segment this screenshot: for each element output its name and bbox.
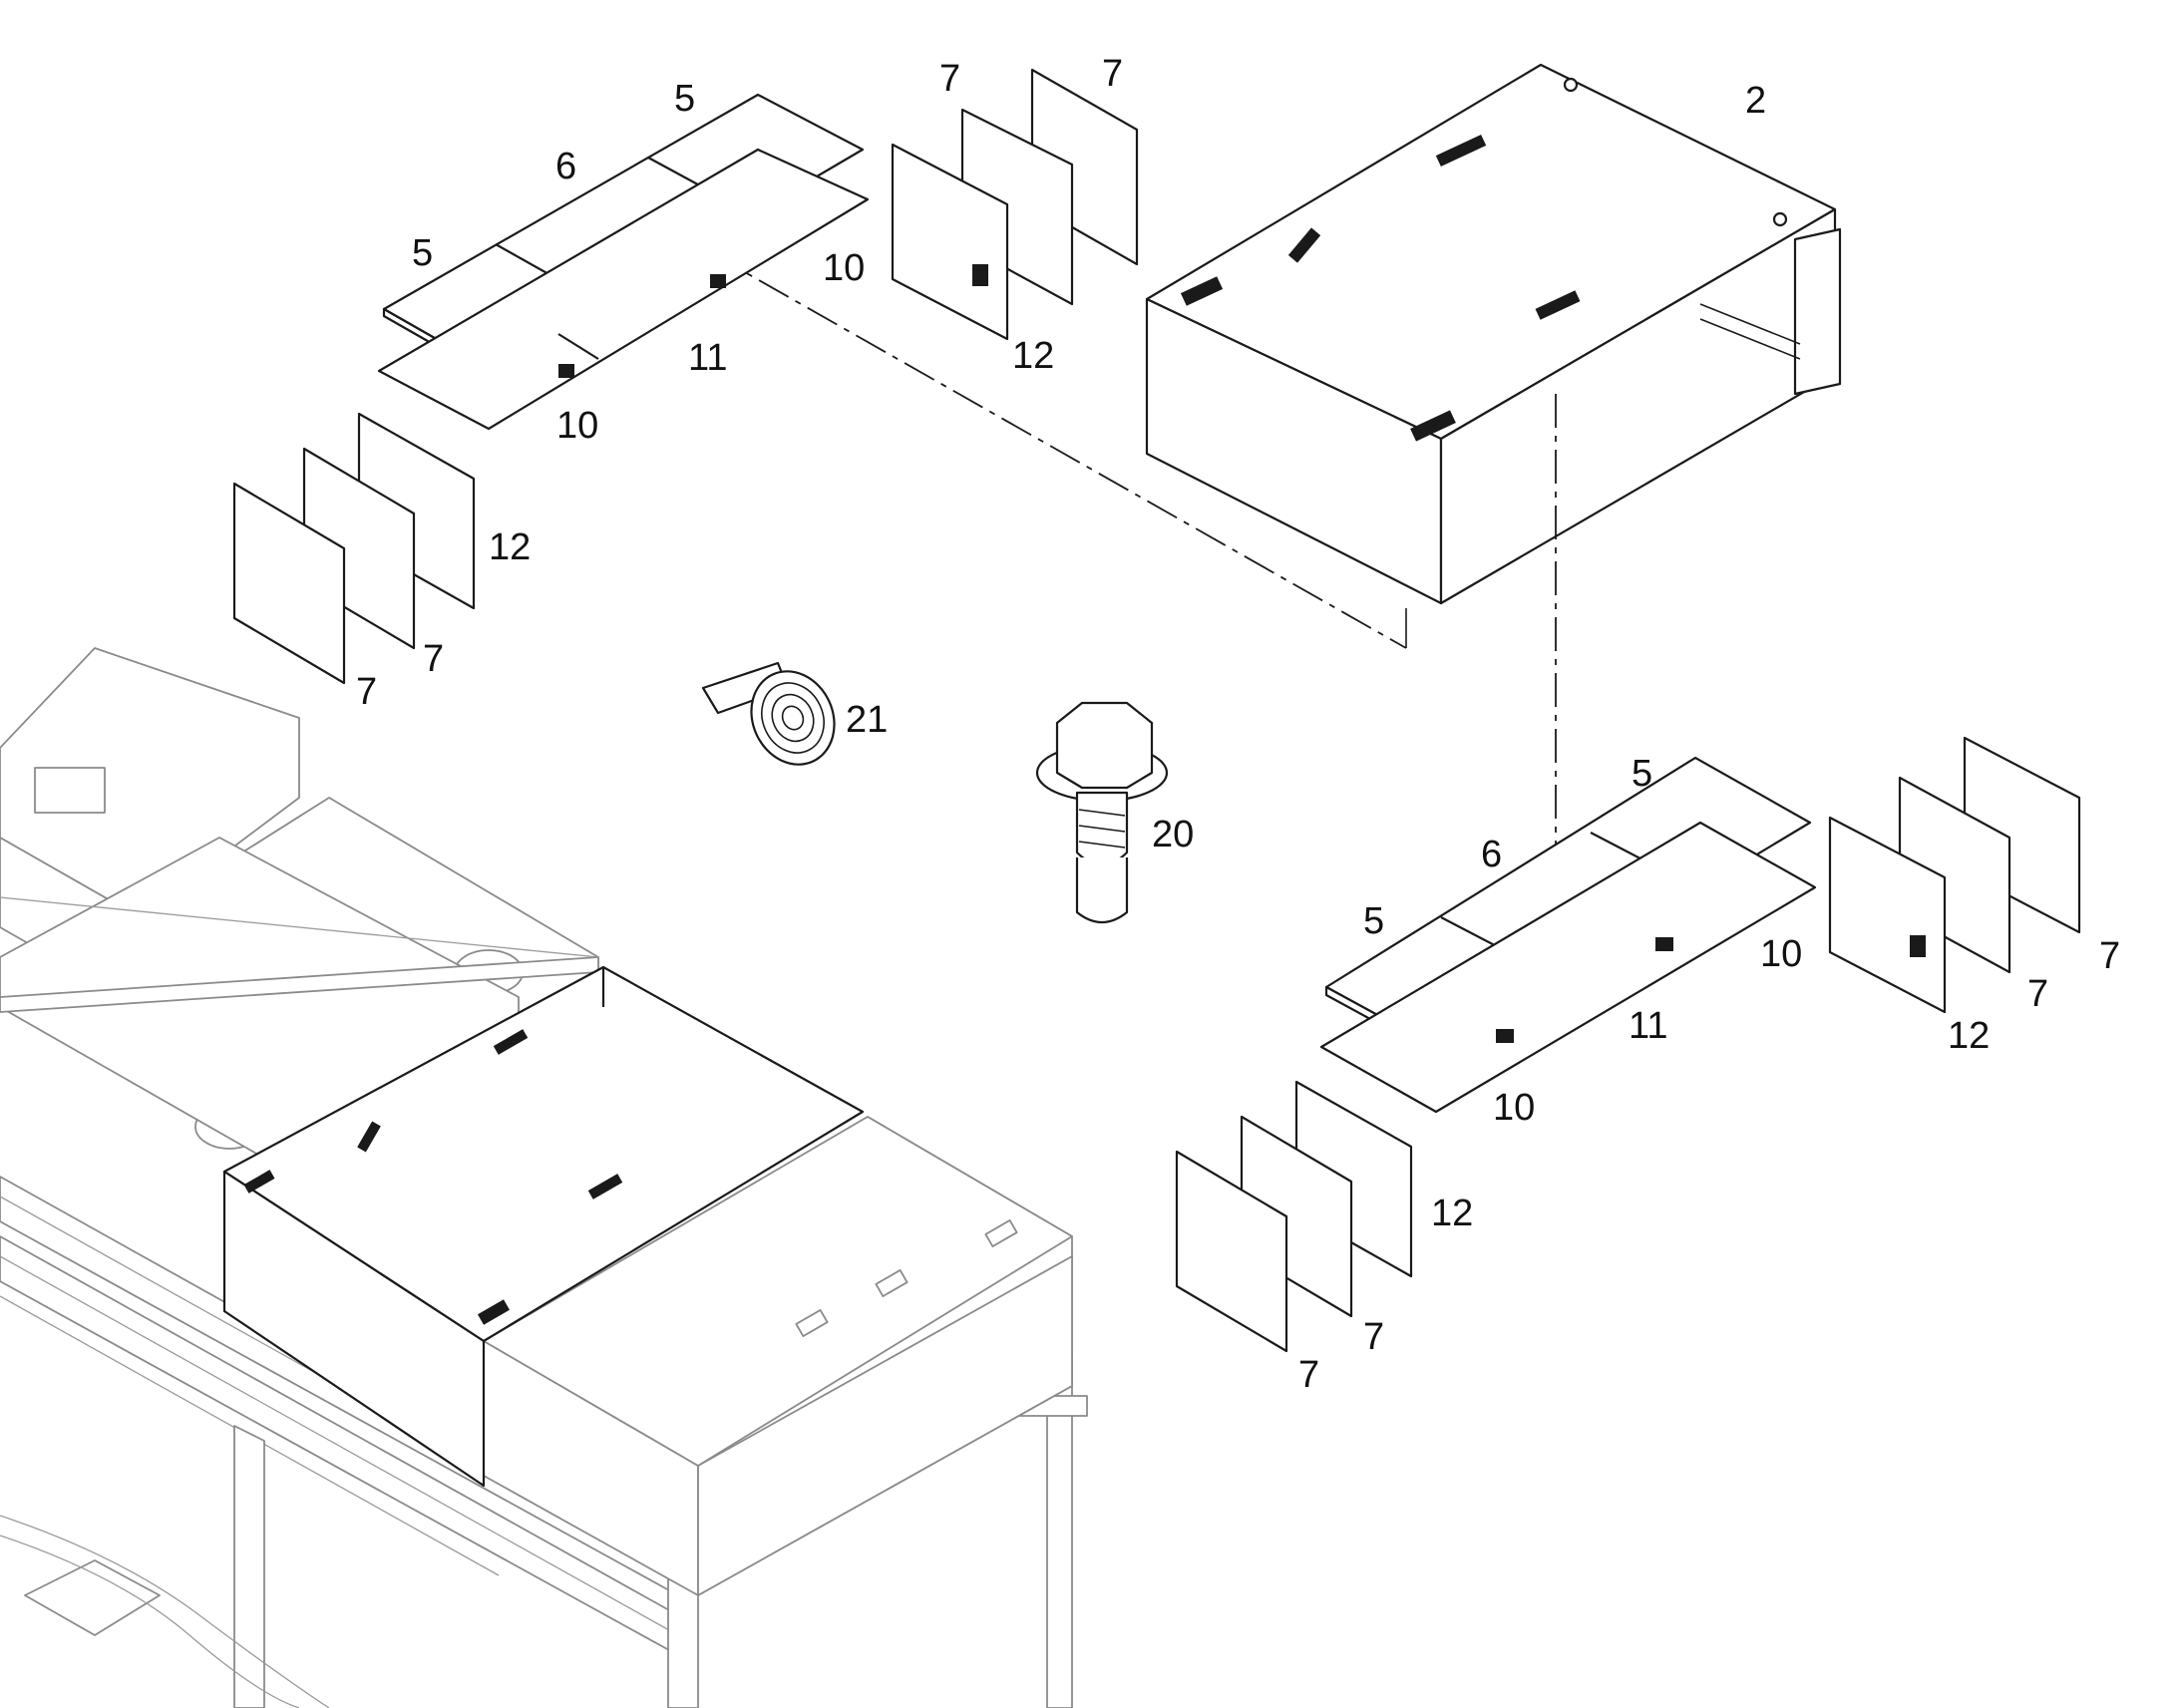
- callout-7: 7: [2027, 973, 2049, 1015]
- callout-12: 12: [1431, 1193, 1474, 1234]
- left-end-panel-set: [232, 412, 476, 685]
- alignment-line-top: [612, 196, 1407, 649]
- right-end-panel-set: [1828, 736, 2081, 1014]
- callout-5: 5: [1363, 900, 1385, 942]
- top-end-panel-set: [891, 68, 1139, 341]
- callout-10: 10: [1760, 933, 1803, 975]
- callout-12: 12: [1012, 335, 1055, 377]
- callout-7: 7: [939, 58, 961, 100]
- callout-7: 7: [1298, 1354, 1320, 1396]
- callout-2: 2: [1745, 80, 1767, 122]
- callout-7: 7: [1363, 1316, 1385, 1358]
- callout-12: 12: [1948, 1015, 1991, 1057]
- bottom-end-panel-set: [1175, 1080, 1413, 1353]
- callout-20: 20: [1152, 814, 1195, 855]
- part-2-cover-box: [1145, 63, 1842, 605]
- callout-21: 21: [846, 699, 889, 741]
- callout-10: 10: [1493, 1087, 1536, 1129]
- callout-12: 12: [489, 526, 532, 568]
- callout-6: 6: [1481, 834, 1503, 875]
- callout-5: 5: [1632, 753, 1653, 795]
- installed-cover-assembly: [222, 965, 865, 1488]
- callout-11: 11: [688, 337, 728, 379]
- tape-roll-icon: [701, 661, 836, 766]
- callout-7: 7: [2099, 935, 2121, 977]
- right-insulation-panel-set: [1319, 756, 1817, 1114]
- callout-10: 10: [556, 405, 599, 447]
- callout-6: 6: [555, 146, 577, 187]
- callout-5: 5: [412, 232, 434, 274]
- top-insulation-panel-set: [377, 93, 870, 431]
- callout-11: 11: [1629, 1005, 1668, 1047]
- screw-icon: [1035, 701, 1169, 924]
- callout-10: 10: [823, 247, 866, 289]
- callout-7: 7: [1102, 53, 1124, 95]
- callout-7: 7: [356, 671, 378, 713]
- callout-7: 7: [423, 638, 445, 680]
- callout-5: 5: [674, 78, 696, 120]
